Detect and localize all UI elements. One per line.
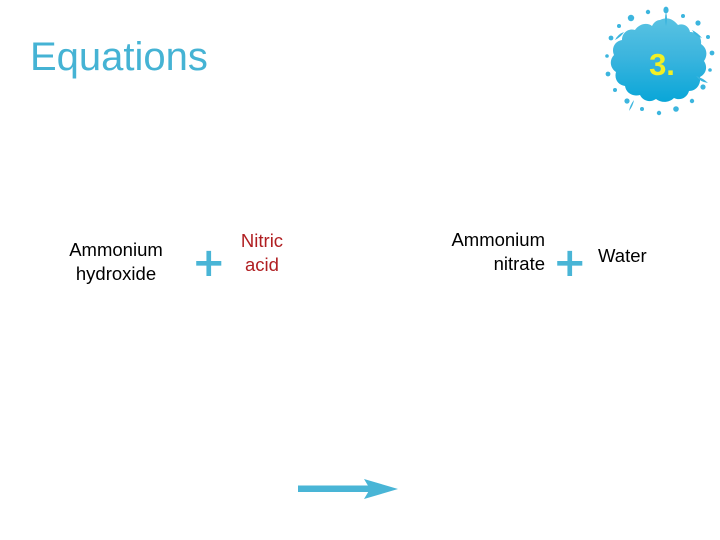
slide-number-badge: 3. — [604, 4, 716, 120]
reactant-nitric-acid: Nitric acid — [240, 230, 284, 275]
page-title: Equations — [30, 35, 208, 79]
right-arrow-icon — [298, 479, 398, 499]
reactant-ammonium-hydroxide: Ammonium hydroxide — [69, 239, 163, 284]
chemical-equation: Ammonium hydroxide Nitric acid Ammonium … — [0, 228, 720, 499]
ink-splat-icon — [605, 6, 715, 116]
plus-sign-reactants: + — [192, 240, 226, 286]
slide-number: 3. — [649, 46, 675, 82]
plus-sign-products: + — [553, 240, 587, 286]
product-ammonium-nitrate: Ammonium nitrate — [451, 229, 545, 274]
reaction-arrow — [298, 476, 398, 502]
splat-droplets — [605, 6, 715, 116]
product-water: Water — [598, 245, 647, 266]
